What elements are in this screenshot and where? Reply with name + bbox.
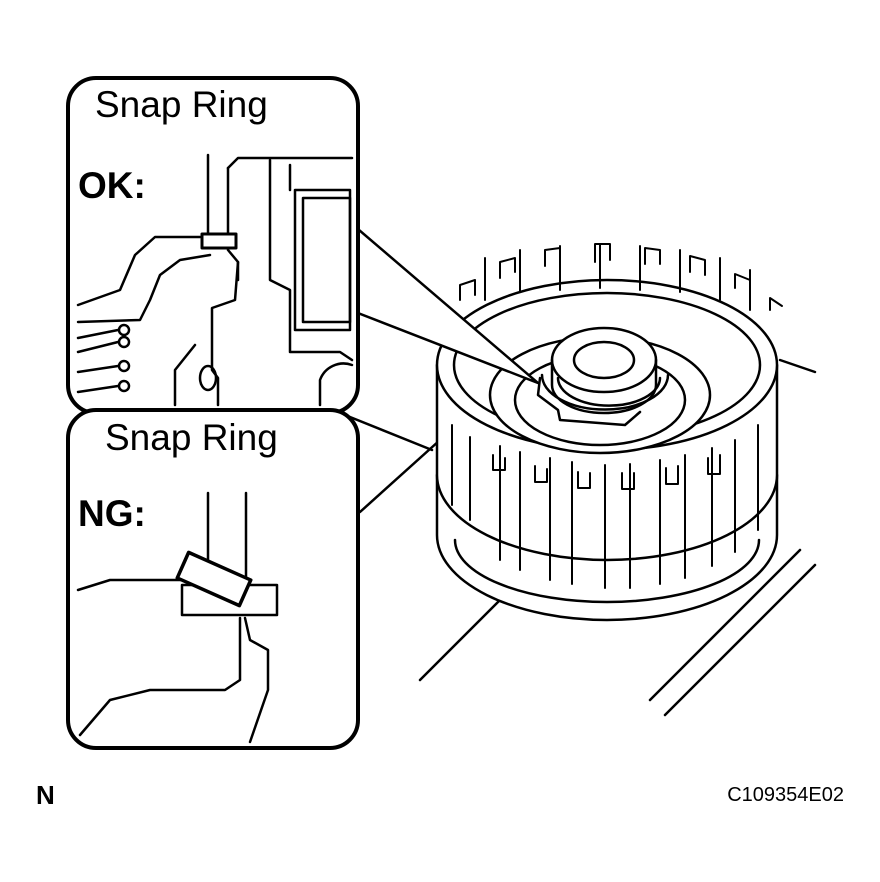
ng-detail-drawing (76, 491, 279, 744)
ok-panel: Snap Ring OK: (66, 76, 360, 415)
drum-lower-slots (492, 454, 721, 490)
figure-code: C109354E02 (727, 784, 844, 806)
snap-ring-ng (175, 550, 253, 608)
drum-splines (451, 243, 759, 589)
ng-panel-title: Snap Ring (105, 417, 278, 458)
drum-hub (488, 326, 712, 455)
ng-label: NG: (78, 493, 146, 534)
ok-label: OK: (78, 165, 146, 206)
snap-ring-ok (200, 232, 238, 250)
ok-detail-drawing (76, 153, 354, 407)
ng-panel: Snap Ring NG: (66, 408, 360, 750)
orientation-mark: N (36, 780, 55, 810)
hub-snap-ring (536, 376, 642, 427)
ok-panel-title: Snap Ring (95, 84, 268, 125)
drum-rim-notches (459, 243, 783, 311)
